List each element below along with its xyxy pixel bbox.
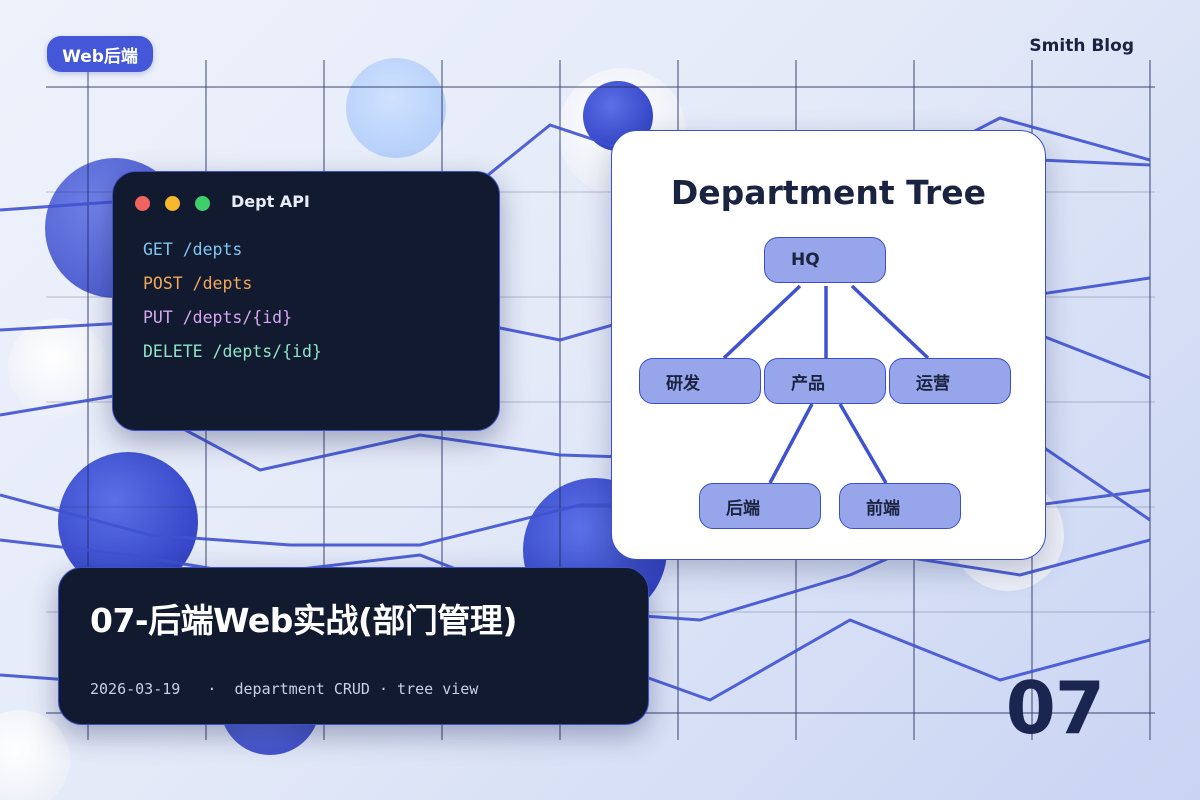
tree-node-operations[interactable]: 运营 — [889, 358, 1011, 404]
post-meta: 2026-03-19 · department CRUD · tree view — [90, 680, 478, 698]
episode-number: 07 — [1005, 666, 1105, 750]
blog-brand[interactable]: Smith Blog — [1029, 36, 1134, 56]
post-tags: department CRUD · tree view — [234, 680, 479, 698]
category-tag[interactable]: Web后端 — [47, 36, 153, 72]
tree-node-backend[interactable]: 后端 — [699, 483, 821, 529]
api-code-window: Dept API GET /depts POST /depts PUT /dep… — [112, 171, 500, 431]
post-date: 2026-03-19 — [90, 680, 181, 698]
code-line-post: POST /depts — [143, 274, 253, 293]
tree-node-product[interactable]: 产品 — [764, 358, 886, 404]
meta-separator-space — [216, 680, 234, 698]
meta-separator — [180, 680, 207, 698]
post-title[interactable]: 07-后端Web实战(部门管理) — [90, 601, 518, 640]
close-dot-icon — [135, 196, 150, 211]
tree-node-rnd[interactable]: 研发 — [639, 358, 761, 404]
post-title-card[interactable]: 07-后端Web实战(部门管理) 2026-03-19 · department… — [58, 567, 649, 725]
maximize-dot-icon — [195, 196, 210, 211]
code-line-put: PUT /depts/{id} — [143, 308, 293, 327]
department-tree-card: Department Tree HQ 研发 产品 运营 后端 前端 — [611, 130, 1046, 560]
tree-node-frontend[interactable]: 前端 — [839, 483, 961, 529]
tree-node-root[interactable]: HQ — [764, 237, 886, 283]
code-window-title: Dept API — [231, 192, 310, 211]
tree-connectors — [722, 284, 930, 484]
code-line-delete: DELETE /depts/{id} — [143, 342, 322, 361]
code-line-get: GET /depts — [143, 240, 243, 259]
minimize-dot-icon — [165, 196, 180, 211]
meta-separator-dot: · — [207, 680, 217, 698]
tree-title: Department Tree — [670, 173, 987, 212]
